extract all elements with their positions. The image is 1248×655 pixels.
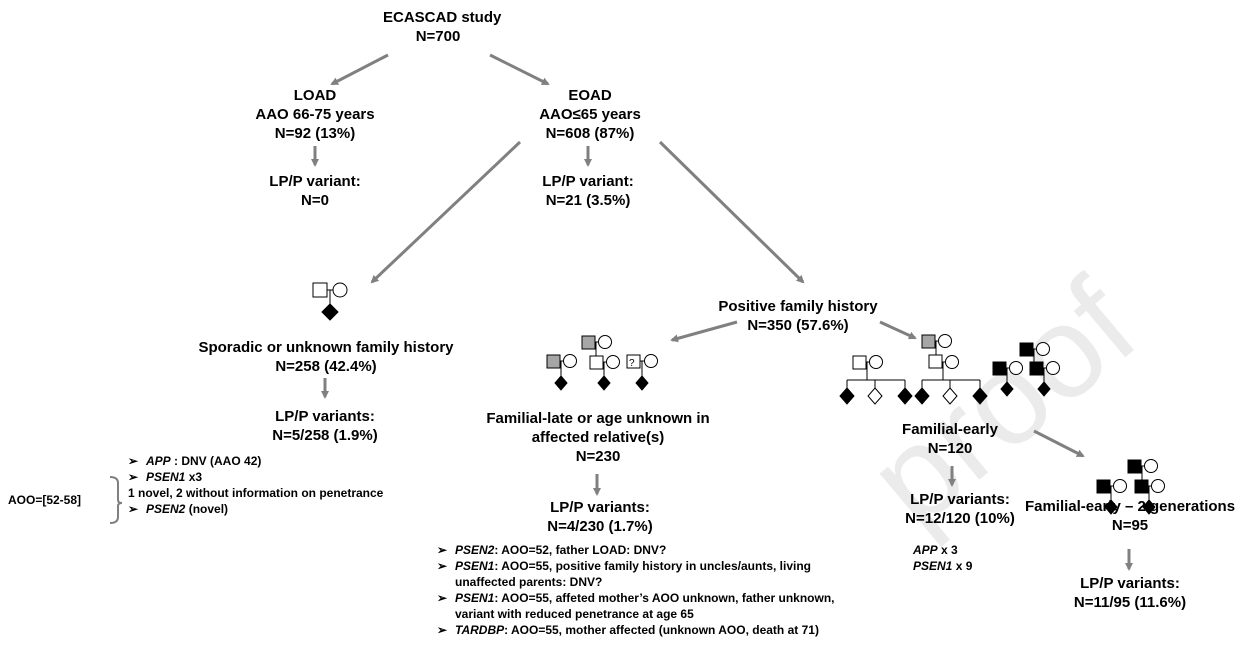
note-app-text: : DNV (AAO 42) — [170, 454, 262, 468]
famlate-variant-notes: ➢PSEN2: AOO=52, father LOAD: DNV? ➢PSEN1… — [437, 542, 835, 638]
aoo-bracket — [109, 476, 123, 524]
pedigree-sporadic — [312, 282, 348, 321]
node-positive: Positive family history N=350 (57.6%) — [700, 297, 896, 335]
arrow-eoad-to-positive — [658, 140, 805, 284]
famearly-note-psen1: PSEN1 x 9 — [913, 558, 972, 574]
famlate-note-3-gene: PSEN1 — [455, 591, 495, 605]
node-famearly-variant: LP/P variants: N=12/120 (10%) — [895, 490, 1025, 528]
unknown-mark: ? — [629, 358, 635, 369]
node-root: ECASCAD study N=700 — [383, 8, 502, 46]
pedigree-famearly-black — [992, 342, 1060, 397]
pedigree-famlate-grey-parent — [546, 354, 577, 391]
sporadic-variant-label: LP/P variants: — [275, 408, 375, 425]
sporadic-title: Sporadic or unknown family history — [198, 339, 454, 356]
sporadic-variant-notes: ➢APP : DNV (AAO 42) ➢PSEN1 x3 1 novel, 2… — [128, 453, 383, 517]
node-sporadic-variant: LP/P variants: N=5/258 (1.9%) — [245, 407, 405, 445]
famearly-2gen-title: Familial-early – 2 generations — [1024, 498, 1236, 515]
famlate-note-2-gene: PSEN1 — [455, 559, 495, 573]
arrow-root-to-eoad — [489, 53, 550, 86]
node-sporadic: Sporadic or unknown family history N=258… — [195, 338, 457, 376]
famlate-note-4-text: : AOO=55, mother affected (unknown AOO, … — [504, 623, 819, 637]
famearly-note-app-text: x 3 — [937, 543, 958, 557]
eoad-variant-count: N=21 (3.5%) — [545, 192, 631, 209]
famearly-note-psen1-text: x 9 — [952, 559, 973, 573]
pedigree-famlate-grey-grandparent — [581, 335, 620, 391]
famearly-count: N=120 — [927, 440, 973, 457]
pedigree-famlate-unknown-parent — [626, 354, 658, 391]
node-eoad: EOAD AAO≤65 years N=608 (87%) — [525, 86, 655, 143]
note-app: ➢APP : DNV (AAO 42) — [128, 454, 262, 468]
famlate-note-1-gene: PSEN2 — [455, 543, 495, 557]
gene-psen2: PSEN2 — [146, 502, 186, 516]
note-psen2-text: (novel) — [185, 502, 229, 516]
load-count: N=92 (13%) — [274, 125, 356, 142]
famlate-variant-label: LP/P variants: — [550, 499, 650, 516]
pedigree-2gen — [1096, 459, 1165, 515]
note-psen1-text: x3 — [185, 470, 203, 484]
famlate-note-4: ➢TARDBP: AOO=55, mother affected (unknow… — [437, 623, 819, 637]
famearly-note-app: APP x 3 — [913, 542, 972, 558]
node-load-variant: LP/P variant: N=0 — [255, 172, 375, 210]
node-load: LOAD AAO 66-75 years N=92 (13%) — [245, 86, 385, 143]
node-famearly-2gen-variant: LP/P variants: N=11/95 (11.6%) — [1060, 574, 1200, 612]
sporadic-variant-count: N=5/258 (1.9%) — [272, 427, 378, 444]
famearly-note-app-gene: APP — [913, 543, 938, 557]
load-title: LOAD — [293, 87, 337, 104]
node-famlate-variant: LP/P variants: N=4/230 (1.7%) — [530, 498, 670, 536]
note-psen1-detail: 1 novel, 2 without information on penetr… — [128, 486, 384, 500]
gene-app: APP — [146, 454, 171, 468]
sporadic-count: N=258 (42.4%) — [275, 358, 377, 375]
famearly-2gen-count: N=95 — [1111, 517, 1149, 534]
famlate-note-3-text: : AOO=55, affeted mother’s AOO unknown, … — [494, 591, 835, 605]
root-title: ECASCAD study — [383, 9, 502, 26]
load-variant-count: N=0 — [301, 192, 329, 209]
famlate-note-2: ➢PSEN1: AOO=55, positive family history … — [437, 559, 811, 573]
gene-psen1: PSEN1 — [146, 470, 186, 484]
famlate-count: N=230 — [575, 448, 621, 465]
pedigree-famearly-grey — [914, 334, 988, 405]
famlate-note-4-gene: TARDBP — [455, 623, 505, 637]
famearly-variant-count: N=12/120 (10%) — [905, 510, 1015, 527]
eoad-aao: AAO≤65 years — [539, 106, 641, 123]
note-psen1: ➢PSEN1 x3 — [128, 470, 203, 484]
arrow-positive-to-famearly — [879, 320, 917, 340]
famlate-note-1: ➢PSEN2: AOO=52, father LOAD: DNV? — [437, 543, 667, 557]
famlate-note-3-cont: variant with reduced penetrance at age 6… — [455, 607, 694, 621]
famearly-2gen-variant-count: N=11/95 (11.6%) — [1073, 594, 1187, 611]
node-famearly: Familial-early N=120 — [890, 420, 1010, 458]
eoad-count: N=608 (87%) — [545, 125, 635, 142]
famearly-title: Familial-early — [902, 421, 998, 438]
famlate-subtitle: affected relative(s) — [531, 429, 665, 446]
famlate-note-2-cont: unaffected parents: DNV? — [455, 575, 603, 589]
node-famlate: Familial-late or age unknown in affected… — [478, 409, 718, 466]
load-aao: AAO 66-75 years — [255, 106, 375, 123]
positive-title: Positive family history — [718, 298, 878, 315]
arrow-positive-to-famlate — [670, 320, 738, 343]
famlate-note-3: ➢PSEN1: AOO=55, affeted mother’s AOO unk… — [437, 591, 835, 605]
famlate-variant-count: N=4/230 (1.7%) — [547, 518, 653, 535]
famearly-2gen-variant-label: LP/P variants: — [1080, 575, 1180, 592]
positive-count: N=350 (57.6%) — [747, 317, 849, 334]
node-famearly-2gen: Familial-early – 2 generations N=95 — [1020, 497, 1240, 535]
arrow-eoad-to-sporadic — [370, 140, 522, 284]
note-psen2: ➢PSEN2 (novel) — [128, 502, 229, 516]
eoad-title: EOAD — [568, 87, 612, 104]
pedigree-famearly-siblings — [839, 355, 913, 405]
arrow-famearly-to-2gen — [1033, 429, 1085, 458]
load-variant-label: LP/P variant: — [269, 173, 361, 190]
node-eoad-variant: LP/P variant: N=21 (3.5%) — [528, 172, 648, 210]
root-count: N=700 — [415, 28, 461, 45]
famlate-note-2-text: : AOO=55, positive family history in unc… — [494, 559, 811, 573]
famearly-variant-label: LP/P variants: — [910, 491, 1010, 508]
famearly-note-psen1-gene: PSEN1 — [913, 559, 953, 573]
aoo-range-label: AOO=[52-58] — [8, 493, 82, 507]
eoad-variant-label: LP/P variant: — [542, 173, 634, 190]
famlate-title: Familial-late or age unknown in — [486, 410, 710, 427]
famlate-note-1-text: : AOO=52, father LOAD: DNV? — [494, 543, 667, 557]
arrow-root-to-load — [330, 53, 389, 86]
famearly-variant-notes: APP x 3 PSEN1 x 9 — [913, 542, 972, 574]
